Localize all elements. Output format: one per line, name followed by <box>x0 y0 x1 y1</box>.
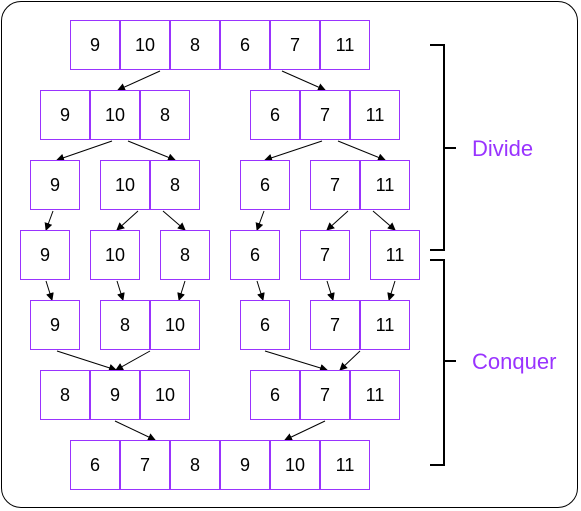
array-cell: 6 <box>250 90 300 140</box>
connector-arrow <box>114 420 156 441</box>
array-cell: 6 <box>230 230 280 280</box>
array-cell: 8 <box>170 20 220 70</box>
connector-arrow <box>326 210 349 231</box>
array-cell: 9 <box>70 20 120 70</box>
array-cell: 8 <box>40 370 90 420</box>
array-cell: 7 <box>300 370 350 420</box>
array-cell: 6 <box>240 160 290 210</box>
array-cell: 11 <box>370 230 420 280</box>
array-cell: 10 <box>150 300 200 350</box>
connector-arrow <box>256 280 265 301</box>
connector-arrow <box>162 210 186 231</box>
array-cell: 7 <box>270 20 320 70</box>
connector-arrow <box>116 210 139 231</box>
array-cell: 9 <box>30 160 80 210</box>
connector-arrow <box>44 210 54 231</box>
array-cell: 11 <box>350 370 400 420</box>
array-cell: 10 <box>270 440 320 490</box>
array-cell: 7 <box>310 160 360 210</box>
array-cell: 11 <box>360 160 410 210</box>
array-cell: 9 <box>40 90 90 140</box>
divide-label: Divide <box>472 136 534 161</box>
array-cell: 11 <box>350 90 400 140</box>
divide-bracket <box>430 44 445 251</box>
array-cell: 6 <box>220 20 270 70</box>
conquer-bracket <box>430 259 445 466</box>
connector-arrow <box>387 280 396 301</box>
array-cell: 10 <box>90 90 140 140</box>
array-cell: 6 <box>250 370 300 420</box>
array-cell: 7 <box>300 90 350 140</box>
array-cell: 9 <box>90 370 140 420</box>
array-cell: 11 <box>320 440 370 490</box>
array-cell: 8 <box>150 160 200 210</box>
conquer-label: Conquer <box>472 349 557 374</box>
connector-arrow <box>326 280 335 301</box>
connector-arrow <box>372 210 396 231</box>
array-cell: 7 <box>310 300 360 350</box>
connector-arrow <box>337 140 386 162</box>
connector-arrow <box>339 350 361 371</box>
array-cell: 9 <box>30 300 80 350</box>
array-cell: 11 <box>360 300 410 350</box>
connector-arrow <box>255 210 265 231</box>
array-cell: 8 <box>160 230 210 280</box>
array-cell: 7 <box>120 440 170 490</box>
array-cell: 10 <box>100 160 150 210</box>
connector-arrow <box>56 140 113 162</box>
connector-arrow <box>116 280 125 301</box>
connector-arrow <box>45 280 54 301</box>
connector-arrow <box>281 70 326 91</box>
array-cell: 8 <box>140 90 190 140</box>
array-cell: 6 <box>70 440 120 490</box>
connector-arrow <box>177 280 186 301</box>
array-cell: 10 <box>90 230 140 280</box>
array-cell: 10 <box>120 20 170 70</box>
connector-arrow <box>264 140 323 162</box>
array-cell: 11 <box>320 20 370 70</box>
array-cell: 9 <box>220 440 270 490</box>
connector-arrow <box>115 350 151 371</box>
array-cell: 10 <box>140 370 190 420</box>
connector-arrow <box>127 140 176 162</box>
connector-arrow <box>284 420 326 441</box>
array-cell: 8 <box>100 300 150 350</box>
connector-arrow <box>56 350 117 372</box>
array-cell: 9 <box>20 230 70 280</box>
connector-arrow <box>117 70 161 91</box>
array-cell: 8 <box>170 440 220 490</box>
array-cell: 7 <box>300 230 350 280</box>
array-cell: 6 <box>240 300 290 350</box>
connector-arrow <box>264 350 328 372</box>
